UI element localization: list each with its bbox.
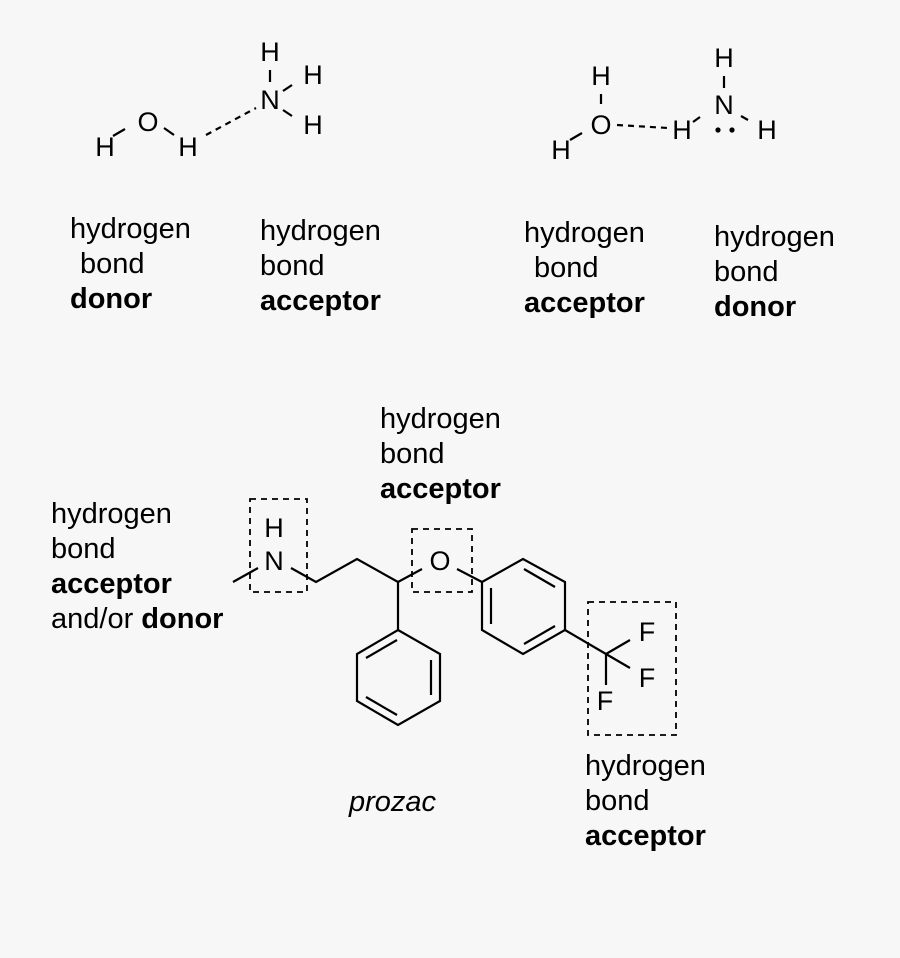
svg-text:N: N xyxy=(260,85,280,115)
svg-text:O: O xyxy=(590,110,611,140)
svg-text:H: H xyxy=(260,37,280,67)
svg-text:O: O xyxy=(429,546,450,576)
water-ammonia-pair-2: H O H H N H H xyxy=(551,43,777,165)
svg-text:H: H xyxy=(714,43,734,73)
prozac-structure: H N O F F F xyxy=(232,498,677,736)
svg-text:F: F xyxy=(639,617,656,647)
svg-text:F: F xyxy=(639,663,656,693)
cf3-highlight-box xyxy=(587,601,677,736)
svg-text:H: H xyxy=(591,61,611,91)
svg-text:H: H xyxy=(264,513,284,543)
svg-text:H: H xyxy=(303,110,323,140)
hydrogen-bond-dash xyxy=(616,123,669,130)
hydrogen-bond-dash xyxy=(205,107,257,136)
svg-text:F: F xyxy=(597,686,614,716)
lone-pair-dot xyxy=(729,127,735,133)
nh-highlight-box xyxy=(249,498,308,593)
o-highlight-box xyxy=(411,528,473,593)
svg-text:N: N xyxy=(714,90,734,120)
svg-text:H: H xyxy=(672,115,692,145)
water-ammonia-pair-1: H O H N H H H xyxy=(95,37,323,162)
svg-text:H: H xyxy=(95,132,115,162)
lone-pair-dot xyxy=(715,127,721,133)
svg-text:H: H xyxy=(178,132,198,162)
svg-text:O: O xyxy=(137,107,158,137)
svg-text:H: H xyxy=(303,60,323,90)
molecule-name: prozac xyxy=(349,786,437,818)
svg-text:N: N xyxy=(264,546,284,576)
svg-text:H: H xyxy=(551,135,571,165)
svg-text:H: H xyxy=(757,115,777,145)
